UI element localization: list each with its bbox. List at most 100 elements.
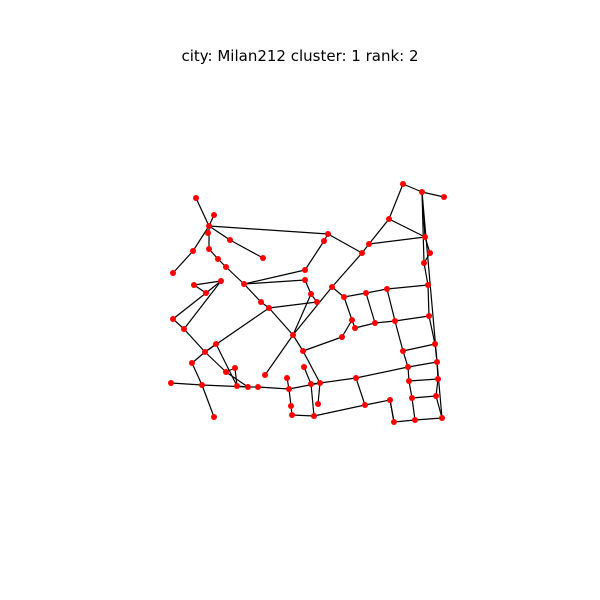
graph-node (302, 267, 308, 273)
graph-node (258, 299, 264, 305)
graph-edge (225, 266, 245, 285)
graph-edge (192, 225, 210, 252)
graph-edge (331, 252, 363, 288)
graph-node (262, 372, 268, 378)
graph-edge (341, 319, 353, 338)
graph-node (435, 376, 441, 382)
graph-node (191, 282, 197, 288)
graph-node (260, 255, 266, 261)
graph-edge (319, 377, 357, 384)
graph-node (341, 294, 347, 300)
graph-edge (393, 419, 416, 423)
graph-node (311, 413, 317, 419)
graph-edge (234, 367, 238, 387)
graph-edge (386, 284, 429, 290)
graph-edge (302, 350, 321, 384)
graph-node (359, 250, 365, 256)
graph-edge (368, 218, 390, 245)
graph-edge (421, 191, 443, 419)
graph-edge (408, 378, 439, 382)
graph-node (206, 223, 212, 229)
graph-edge (170, 382, 203, 386)
graph-node (213, 341, 219, 347)
graph-edge (310, 383, 315, 417)
graph-edge (243, 269, 306, 285)
graph-edge (343, 292, 367, 298)
graph-node (206, 246, 212, 252)
graph-node (300, 348, 306, 354)
graph-node (290, 332, 296, 338)
graph-node (218, 278, 224, 284)
graph-node (317, 380, 323, 386)
graph-edge (427, 284, 430, 317)
graph-node (391, 419, 397, 425)
graph-node (205, 230, 211, 236)
graph-edge (402, 183, 423, 193)
graph-node (384, 286, 390, 292)
graph-edge (172, 292, 207, 320)
graph-edge (394, 315, 430, 322)
graph-node (386, 216, 392, 222)
graph-node (315, 401, 321, 407)
graph-edge (229, 239, 264, 259)
graph-edge (303, 366, 312, 385)
graph-edge (264, 334, 294, 376)
graph-node (266, 305, 272, 311)
graph-node (406, 378, 412, 384)
graph-node (427, 250, 433, 256)
graph-edge (292, 293, 312, 336)
graph-node (199, 382, 205, 388)
graph-node (227, 237, 233, 243)
graph-node (289, 412, 295, 418)
graph-edge (355, 377, 366, 406)
graph-edge (355, 366, 409, 379)
graph-node (170, 316, 176, 322)
graph-edge (411, 397, 416, 421)
graph-edge (225, 371, 249, 388)
graph-node (422, 234, 428, 240)
graph-node (202, 349, 208, 355)
graph-node (223, 369, 229, 375)
graph-edge (201, 384, 215, 418)
graph-edge (191, 362, 203, 386)
graph-node (321, 238, 327, 244)
graph-node (325, 231, 331, 237)
graph-edge (388, 183, 404, 220)
graph-edge (414, 417, 443, 421)
graph-edge (205, 280, 222, 294)
graph-edge (268, 307, 294, 336)
graph-edge (386, 288, 396, 322)
graph-node (419, 189, 425, 195)
graph-node (203, 290, 209, 296)
graph-node (286, 386, 292, 392)
graph-edge (215, 343, 238, 387)
graph-edge (354, 322, 376, 329)
graph-node (441, 194, 447, 200)
graph-node (215, 256, 221, 262)
graph-node (211, 414, 217, 420)
graph-edge (368, 236, 426, 245)
graph-node (353, 375, 359, 381)
graph-node (288, 403, 294, 409)
graph-edge (243, 283, 262, 303)
graph-node (425, 282, 431, 288)
graph-edge (421, 191, 425, 264)
graph-node (426, 313, 432, 319)
graph-edge (208, 225, 231, 241)
graph-edge (292, 286, 333, 336)
graph-node (255, 384, 261, 390)
graph-edge (365, 292, 376, 324)
graph-node (308, 291, 314, 297)
graph-edge (172, 250, 194, 274)
graph-edge (291, 414, 315, 417)
graph-node (223, 264, 229, 270)
graph-node (409, 395, 415, 401)
graph-node (168, 380, 174, 386)
graph-node (193, 195, 199, 201)
graph-node (302, 277, 308, 283)
graph-node (366, 241, 372, 247)
graph-edge (402, 343, 436, 352)
graph-node (405, 364, 411, 370)
graph-node (339, 334, 345, 340)
